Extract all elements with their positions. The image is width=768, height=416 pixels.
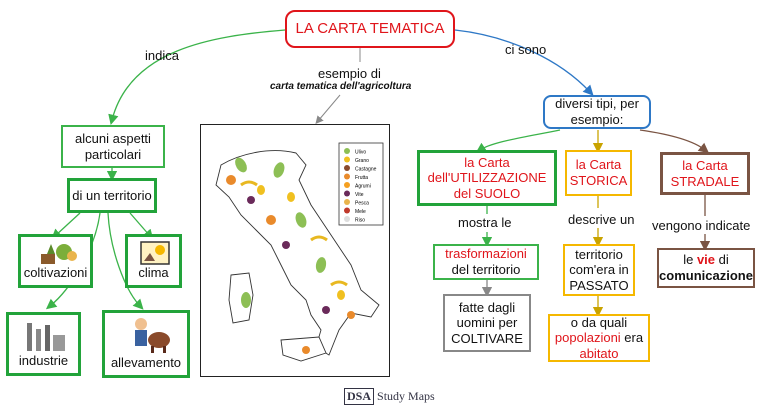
legend-label: Agrumi	[355, 184, 371, 190]
di-label: di	[715, 252, 729, 268]
legend-swatch	[344, 216, 350, 222]
node-trasformazioni: trasformazioni del territorio	[433, 244, 539, 280]
del-territorio-label: del territorio	[451, 262, 521, 277]
node-territorio-passato: territorio com'era in PASSATO	[563, 244, 635, 296]
legend-label: Riso	[355, 218, 365, 224]
node-fatte-dagli-uomini: fatte dagli uomini per COLTIVARE	[443, 294, 531, 352]
node-aspetti-particolari: alcuni aspetti particolari	[61, 125, 165, 168]
factory-icon	[27, 323, 65, 351]
era-label: era	[620, 330, 644, 346]
edge-label-mostra-le: mostra le	[458, 215, 512, 230]
clima-label: clima	[138, 265, 169, 281]
peninsula-outline	[215, 150, 380, 356]
legend-swatch	[344, 148, 350, 154]
edge-label-vengono-indicate: vengono indicate	[652, 218, 751, 233]
edge-label-esempio-sub: carta tematica dell'agricoltura	[270, 81, 412, 92]
trasformazioni-label: trasformazioni	[445, 246, 527, 262]
edge-label-esempio: esempio di	[318, 66, 381, 81]
edge-label-indica: indica	[145, 48, 179, 63]
legend-swatch	[344, 190, 350, 197]
popolazioni-label: popolazioni	[554, 330, 621, 346]
node-carta-stradale: la Carta STRADALE	[660, 152, 750, 195]
legend-swatch	[344, 182, 350, 188]
vie-label: vie	[696, 252, 716, 268]
storica-line2: STORICA	[569, 173, 628, 188]
stradale-line2: STRADALE	[670, 173, 740, 189]
node-industrie: industrie	[6, 312, 81, 376]
comunicazione-label: comunicazione	[659, 268, 753, 283]
legend-label: Vite	[355, 192, 364, 198]
dsa-logo: DSA	[344, 388, 375, 405]
legend-label: Grano	[355, 158, 369, 164]
legend-label: Castagne	[355, 167, 377, 173]
le-label: le	[683, 252, 697, 268]
legend-label: Mele	[355, 209, 366, 215]
node-vie-comunicazione: le vie di comunicazione	[657, 248, 755, 288]
node-allevamento: allevamento	[102, 310, 190, 378]
node-carta-storica: la Carta STORICA	[565, 150, 632, 196]
legend-swatch	[344, 199, 350, 205]
coltivazioni-label: coltivazioni	[23, 265, 88, 281]
node-carta-utilizzazione: la Carta dell'UTILIZZAZIONE del SUOLO	[417, 150, 557, 206]
sardinia-outline	[228, 272, 254, 324]
legend-label: Pesca	[355, 201, 369, 207]
weather-icon	[140, 241, 170, 265]
footer-brand: DSA Study Maps	[344, 388, 435, 405]
node-clima: clima	[125, 234, 182, 288]
italy-map-illustration: UlivoGranoCastagneFruttaAgrumiVitePescaM…	[215, 142, 384, 362]
node-diversi-tipi: diversi tipi, per esempio:	[543, 95, 651, 129]
farmer-cow-icon	[135, 318, 170, 353]
legend-swatch	[344, 165, 350, 171]
node-coltivazioni: coltivazioni	[18, 234, 93, 288]
legend-swatch	[344, 207, 350, 214]
legend-swatch	[344, 156, 350, 163]
industrie-label: industrie	[18, 353, 69, 369]
edge-label-descrive-un: descrive un	[568, 212, 635, 227]
map-legend-items: UlivoGranoCastagneFruttaAgrumiVitePescaM…	[344, 148, 377, 224]
allevamento-label: allevamento	[110, 355, 182, 371]
legend-swatch	[344, 173, 350, 180]
farm-produce-icon	[41, 244, 77, 264]
study-maps-label: Study Maps	[377, 389, 435, 403]
abitato-label: abitato	[579, 345, 619, 361]
node-popolazioni: o da quali popolazioni era abitato	[548, 314, 650, 362]
stradale-line1: la Carta	[682, 157, 728, 173]
legend-label: Frutta	[355, 175, 368, 181]
storica-line1: la Carta	[575, 157, 622, 173]
node-di-un-territorio: di un territorio	[67, 178, 157, 213]
legend-label: Ulivo	[355, 150, 366, 156]
da-quali-label: o da quali	[570, 314, 628, 330]
edge-label-ci-sono: ci sono	[505, 42, 547, 57]
central-title: LA CARTA TEMATICA	[285, 10, 455, 48]
